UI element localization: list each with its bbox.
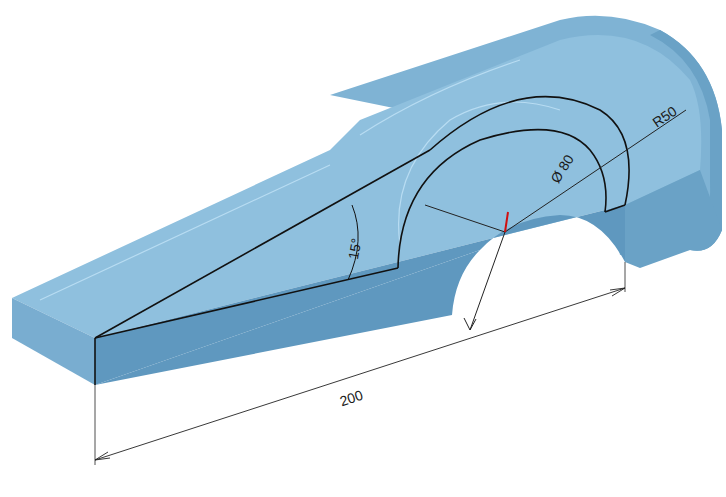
inner-arc (398, 130, 606, 268)
length-dimension: 200 (338, 388, 365, 409)
extension-line (95, 262, 625, 465)
origin-mark (505, 212, 508, 232)
end-face (12, 298, 95, 385)
arrow-head (464, 318, 476, 330)
sketch-line (94, 338, 96, 385)
angle-dimension: 15° (346, 237, 363, 260)
axis-line (425, 205, 505, 330)
sketch-line (95, 268, 398, 338)
arrow-head (95, 288, 625, 460)
edge-highlight (40, 60, 520, 300)
sketch-line (605, 205, 625, 212)
front-face-lower (95, 250, 480, 385)
front-face (95, 205, 625, 385)
sketch-line (95, 150, 430, 338)
leg-face (625, 170, 722, 268)
dimension-line (95, 288, 625, 460)
